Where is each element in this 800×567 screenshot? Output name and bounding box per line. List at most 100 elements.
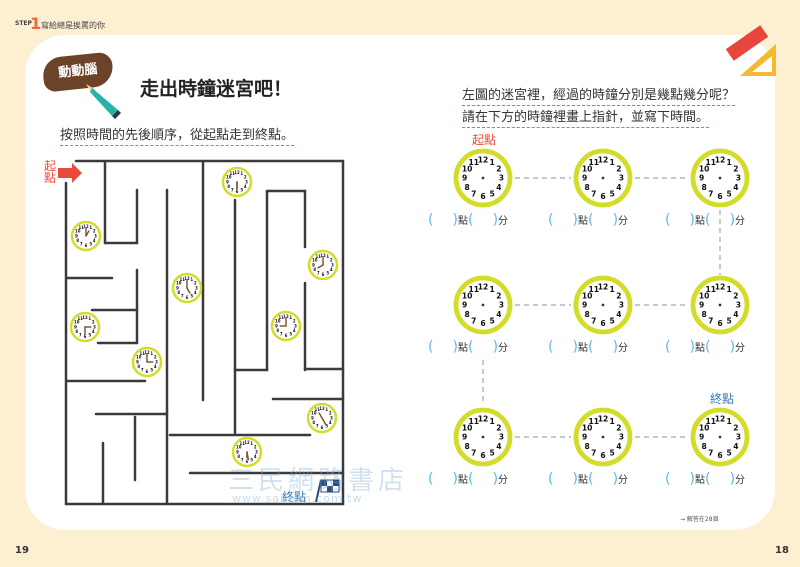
time-answer-blank[interactable]: ( )點( )分 [548,339,629,355]
time-answer-blank[interactable]: ( )點( )分 [428,339,509,355]
maze-instruction: 按照時間的先後順序，從起點走到終點。 [60,124,295,146]
clock-number: 1 [490,158,495,167]
clock-number: 12 [320,253,326,258]
clock-number: 4 [496,310,501,319]
clock-number: 8 [312,420,315,425]
clock-number: 5 [727,190,732,199]
clock-number: 9 [582,301,587,310]
clock-number: 11 [140,351,146,356]
clock-number: 4 [194,290,197,295]
clock-number: 5 [610,317,615,326]
clock-number: 7 [316,424,319,429]
clock-number: 1 [150,351,153,356]
clock-number: 12 [715,282,726,291]
start-arrow-icon [58,163,82,183]
clock-number: 4 [92,329,95,334]
clock-number: 1 [325,407,328,412]
hour-unit: 點 [578,216,589,227]
clock-number: 9 [582,174,587,183]
clock-number: 5 [490,449,495,458]
clock-number: 2 [733,424,738,433]
clock-number: 9 [74,324,77,329]
clock-number: 11 [315,407,321,412]
clock-number: 5 [326,271,329,276]
clock-number: 1 [610,158,615,167]
clock-number: 6 [600,319,605,328]
clock-number: 3 [245,179,248,184]
minute-unit: 分 [618,475,629,486]
clock-hand [246,451,250,461]
clock-number: 1 [88,316,91,321]
clock-number: 5 [240,188,243,193]
clock-number: 3 [619,433,624,442]
clock-number: 11 [79,225,85,230]
clock-number: 12 [244,440,250,445]
clock-hand [317,264,324,269]
clock-number: 1 [727,158,732,167]
clock-number: 4 [154,364,157,369]
clock-number: 12 [83,224,89,229]
clock-number: 5 [610,449,615,458]
time-answer-blank[interactable]: ( )點( )分 [665,212,746,228]
clock-number: 3 [736,433,741,442]
clock-number: 1 [490,285,495,294]
clock-number: 1 [727,285,732,294]
time-answer-blank[interactable]: ( )點( )分 [665,471,746,487]
clock-number: 1 [289,315,292,320]
page-panel [25,35,775,530]
clock-number: 1 [190,277,193,282]
clock-number: 12 [715,155,726,164]
hour-unit: 點 [578,343,589,354]
clock-number: 9 [699,301,704,310]
clock-number: 10 [462,424,473,433]
clock-number: 11 [469,285,480,294]
clock-number: 8 [701,442,706,451]
time-answer-blank[interactable]: ( )點( )分 [665,339,746,355]
time-answer-blank[interactable]: ( )點( )分 [428,212,509,228]
clock-number: 2 [616,292,621,301]
clock-number: 3 [736,174,741,183]
minute-unit: 分 [618,216,629,227]
hour-unit: 點 [578,475,589,486]
clock-number: 8 [313,267,316,272]
clock-number: 12 [598,414,609,423]
clock-number: 8 [75,329,78,334]
clock-number: 12 [478,414,489,423]
clock-number: 10 [462,292,473,301]
time-answer-blank[interactable]: ( )點( )分 [548,212,629,228]
clock-number: 6 [285,333,288,338]
clock-number: 5 [490,317,495,326]
time-answer-blank[interactable]: ( )點( )分 [428,471,509,487]
minute-unit: 分 [498,216,509,227]
time-answer-blank[interactable]: ( )點( )分 [548,471,629,487]
page-number-left: 19 [15,545,29,556]
clock-number: 2 [496,165,501,174]
pencil-icon [86,84,121,119]
clock-number: 7 [241,458,244,463]
watermark-url: www.sanmin.com.tw [232,492,363,505]
clock-number: 8 [464,183,469,192]
clock-number: 3 [499,174,504,183]
clock-number: 4 [330,267,333,272]
clock-number: 1 [326,254,329,259]
clock-number: 5 [325,424,328,429]
clock-number: 9 [176,285,179,290]
clock-number: 12 [184,276,190,281]
clock-number: 9 [75,233,78,238]
clock-number: 4 [329,420,332,425]
clock-number: 7 [317,271,320,276]
clock-number: 8 [464,442,469,451]
clock-number: 7 [591,190,596,199]
clock-number: 9 [226,179,229,184]
clock-number: 5 [289,332,292,337]
clock-number: 8 [584,310,589,319]
hour-unit: 點 [695,216,706,227]
clock-number: 10 [699,165,710,174]
clock-number: 5 [150,368,153,373]
